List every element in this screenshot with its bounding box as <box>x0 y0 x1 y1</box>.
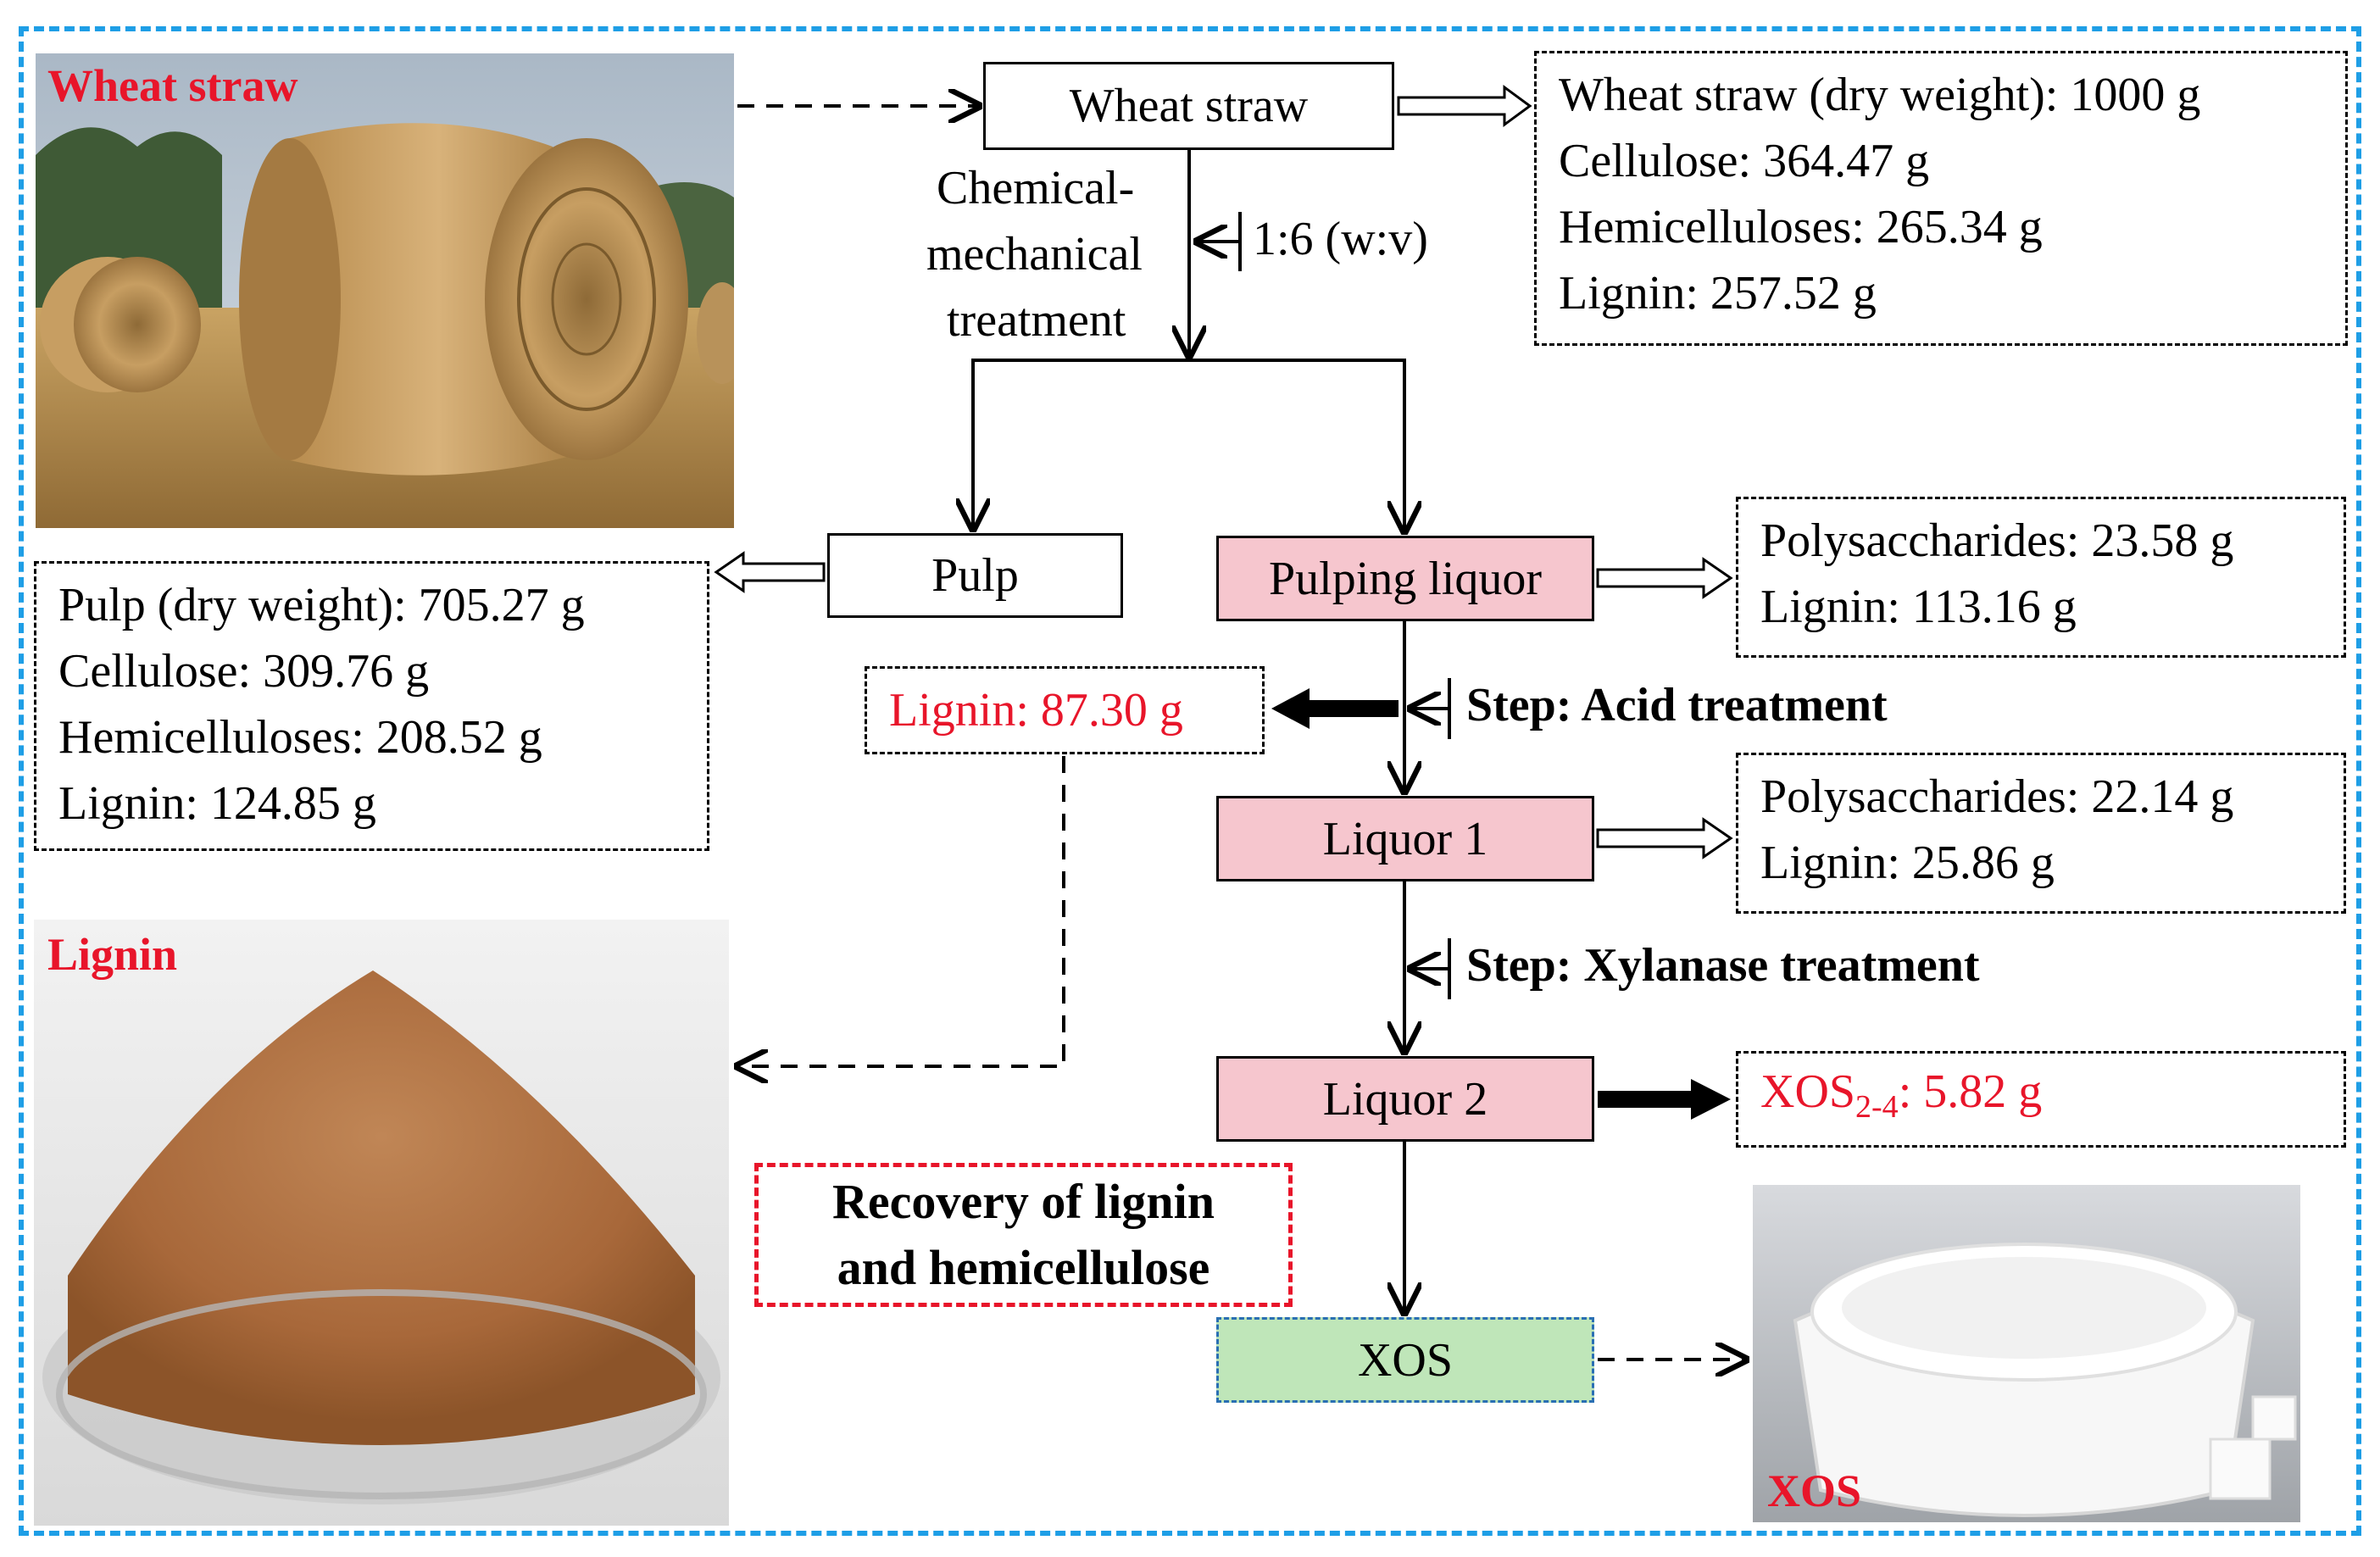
label-treatment: treatment <box>947 294 1126 347</box>
label-step-acid: Step: Acid treatment <box>1466 679 1888 731</box>
wheat-bale-illustration <box>36 53 734 528</box>
info-line: Hemicelluloses: 208.52 g <box>58 711 542 764</box>
xos-bowl-illustration <box>1753 1185 2300 1522</box>
hollow-arrow-pulp-info <box>714 551 826 593</box>
info-line: Lignin: 113.16 g <box>1760 581 2077 633</box>
ratio-input-marker <box>1197 212 1242 271</box>
info-line: Lignin: 25.86 g <box>1760 837 2055 889</box>
info-line: Polysaccharides: 23.58 g <box>1760 514 2234 567</box>
info-line: XOS2-4: 5.82 g <box>1760 1059 2042 1140</box>
recovery-note: Recovery of lignin and hemicellulose <box>754 1163 1293 1307</box>
xylanase-step-marker <box>1410 938 1451 999</box>
info-wheat-straw: Wheat straw (dry weight): 1000 g Cellulo… <box>1534 51 2348 346</box>
xos-photo <box>1753 1185 2300 1522</box>
hollow-arrow-liquor1-info <box>1596 817 1733 859</box>
hollow-arrow-wheat-info <box>1397 85 1532 127</box>
xos-subscript: 2-4 <box>1855 1089 1899 1126</box>
node-pulping-liquor: Pulping liquor <box>1216 536 1594 621</box>
label-mechanical: mechanical <box>926 228 1143 281</box>
node-liquor-1: Liquor 1 <box>1216 796 1594 881</box>
info-line: Wheat straw (dry weight): 1000 g <box>1559 69 2201 121</box>
lignin-powder-illustration <box>34 920 729 1526</box>
info-line: Cellulose: 364.47 g <box>1559 135 1930 187</box>
info-line: Polysaccharides: 22.14 g <box>1760 770 2234 823</box>
info-liquor-1: Polysaccharides: 22.14 g Lignin: 25.86 g <box>1736 753 2346 914</box>
recovery-line-2: and hemicellulose <box>837 1240 1210 1295</box>
info-pulp: Pulp (dry weight): 705.27 g Cellulose: 3… <box>34 561 709 851</box>
lignin-photo-title: Lignin <box>47 929 178 980</box>
node-wheat-straw: Wheat straw <box>983 62 1394 150</box>
bold-arrow-xos-yield <box>1598 1079 1731 1120</box>
acid-step-marker <box>1410 678 1451 739</box>
info-line: Lignin: 257.52 g <box>1559 267 1877 320</box>
label-chemical: Chemical- <box>937 162 1135 214</box>
split-line <box>971 359 1406 517</box>
label-step-xylanase: Step: Xylanase treatment <box>1466 939 1980 992</box>
info-line: Pulp (dry weight): 705.27 g <box>58 579 585 631</box>
info-line: Cellulose: 309.76 g <box>58 645 430 698</box>
info-lignin-recovered: Lignin: 87.30 g <box>865 666 1265 754</box>
info-line: Lignin: 124.85 g <box>58 777 376 830</box>
hollow-arrow-pulping-info <box>1596 557 1733 599</box>
label-ratio: 1:6 (w:v) <box>1253 213 1428 265</box>
node-liquor-2: Liquor 2 <box>1216 1056 1594 1142</box>
node-pulp: Pulp <box>827 533 1123 618</box>
info-pulping-liquor: Polysaccharides: 23.58 g Lignin: 113.16 … <box>1736 497 2346 658</box>
xos-value: : 5.82 g <box>1898 1065 2043 1118</box>
outer-frame <box>19 26 2361 1536</box>
bold-arrow-lignin-recovered <box>1271 688 1399 729</box>
recovery-line-1: Recovery of lignin <box>831 1174 1215 1229</box>
lignin-photo <box>34 920 729 1526</box>
info-line: Hemicelluloses: 265.34 g <box>1559 201 2043 253</box>
info-line: Lignin: 87.30 g <box>889 684 1183 737</box>
xos-label: XOS <box>1760 1065 1856 1118</box>
info-xos-yield: XOS2-4: 5.82 g <box>1736 1051 2346 1148</box>
node-xos: XOS <box>1216 1317 1594 1403</box>
wheat-straw-photo-title: Wheat straw <box>47 60 298 111</box>
wheat-straw-photo <box>36 53 734 528</box>
dashed-lignin-to-photo <box>737 756 1065 1066</box>
xos-photo-title: XOS <box>1767 1465 1862 1516</box>
